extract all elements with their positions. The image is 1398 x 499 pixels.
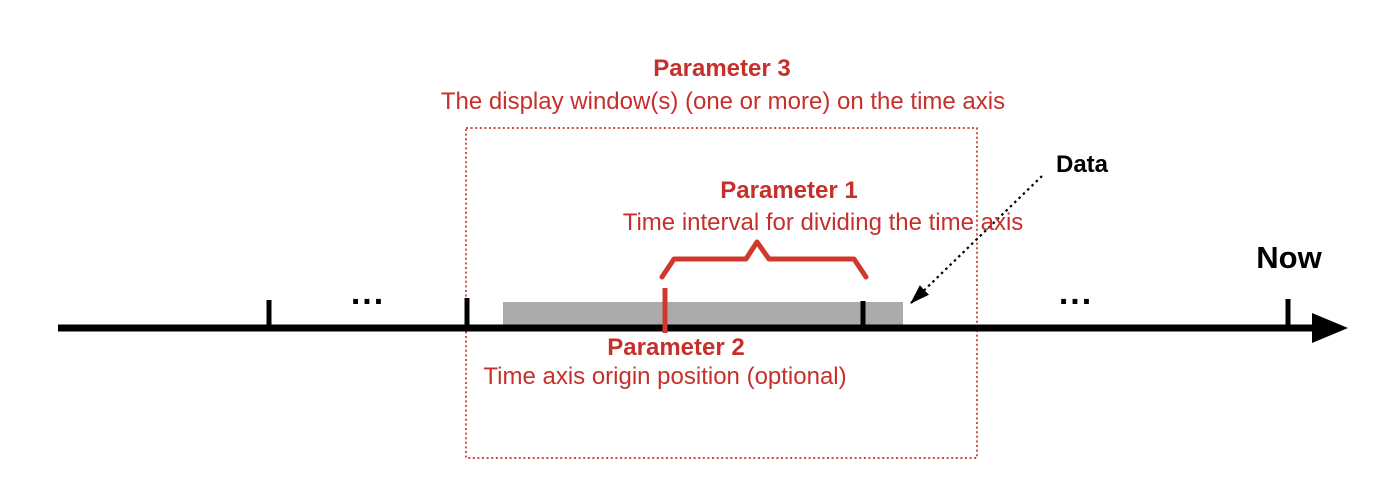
parameter2-title: Parameter 2 — [607, 334, 745, 361]
data-pointer-arrow — [910, 175, 1043, 304]
parameter3-subtitle: The display window(s) (one or more) on t… — [440, 88, 1006, 115]
parameter2-subtitle: Time axis origin position (optional) — [483, 363, 847, 390]
display-window-rect — [503, 302, 903, 325]
data-label: Data — [1056, 151, 1109, 178]
time-axis-arrowhead — [1312, 313, 1348, 343]
parameter1-subtitle: Time interval for dividing the time axis — [622, 209, 1024, 236]
parameter3-title: Parameter 3 — [653, 55, 791, 82]
interval-brace — [659, 239, 869, 280]
axis-ellipsis-left: ... — [350, 274, 386, 312]
now-label: Now — [1256, 240, 1322, 275]
axis-ellipsis-right: ... — [1058, 274, 1094, 312]
parameter3-boundary-box — [465, 127, 978, 459]
parameter1-title: Parameter 1 — [720, 177, 858, 204]
